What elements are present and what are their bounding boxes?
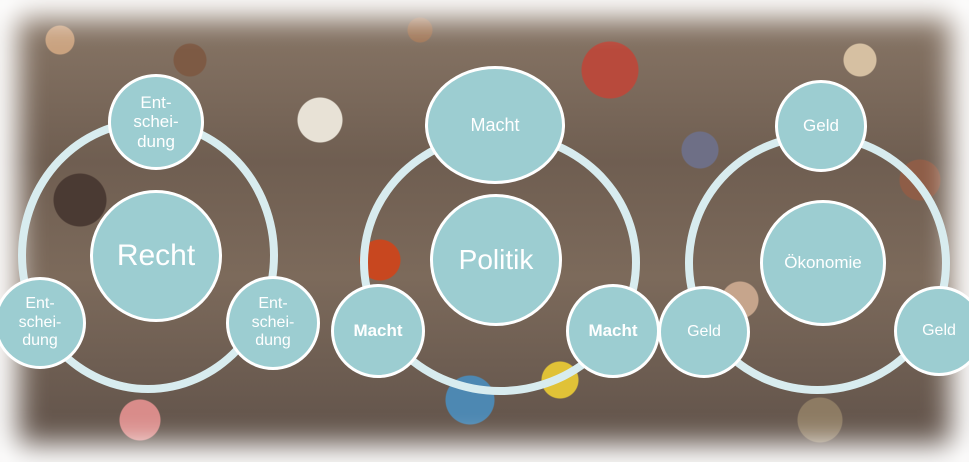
recht-top-node: Ent- schei- dung <box>108 74 204 170</box>
oekonomie-left-node: Geld <box>658 286 750 378</box>
politik-right-label: Macht <box>588 321 638 341</box>
recht-center-node: Recht <box>90 190 222 322</box>
oekonomie-center-node: Ökonomie <box>760 200 886 326</box>
oekonomie-left-label: Geld <box>687 322 721 340</box>
recht-left-node: Ent- schei- dung <box>0 277 86 369</box>
oekonomie-right-node: Geld <box>894 286 969 376</box>
politik-right-node: Macht <box>566 284 660 378</box>
recht-left-label: Ent- schei- dung <box>18 295 62 350</box>
recht-center-label: Recht <box>116 238 196 272</box>
oekonomie-right-label: Geld <box>922 321 956 339</box>
politik-left-node: Macht <box>331 284 425 378</box>
politik-left-label: Macht <box>353 321 403 341</box>
politik-top-node: Macht <box>425 66 565 184</box>
politik-center-label: Politik <box>458 243 534 275</box>
recht-top-label: Ent- schei- dung <box>133 92 179 151</box>
politik-center-node: Politik <box>430 194 562 326</box>
oekonomie-top-node: Geld <box>775 80 867 172</box>
politik-top-label: Macht <box>470 114 520 135</box>
recht-right-label: Ent- schei- dung <box>251 295 295 350</box>
oekonomie-top-label: Geld <box>803 116 839 136</box>
oekonomie-center-label: Ökonomie <box>784 253 862 273</box>
recht-right-node: Ent- schei- dung <box>226 276 320 370</box>
